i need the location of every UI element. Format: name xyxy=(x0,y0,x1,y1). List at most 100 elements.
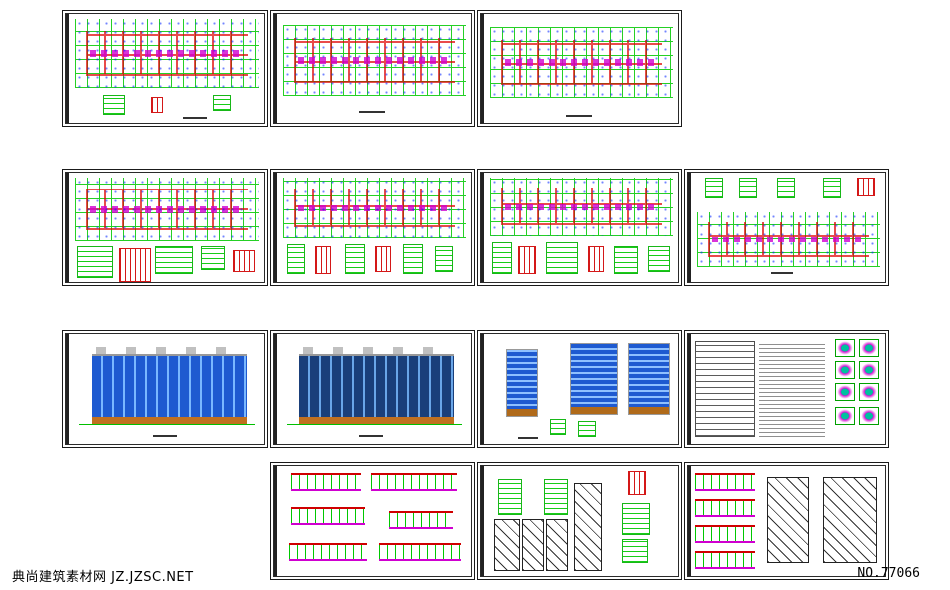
rear-elevation xyxy=(299,354,454,424)
side-elevation xyxy=(506,349,538,417)
site-watermark: 典尚建筑素材网 JZ.JZSC.NET xyxy=(12,570,194,585)
detail-drawing xyxy=(233,250,255,272)
elevation-base xyxy=(91,416,247,424)
title-strip xyxy=(688,466,691,576)
design-notes-text xyxy=(759,341,825,437)
detail-drawing xyxy=(857,178,875,196)
drawing-sheet-r4c3[interactable] xyxy=(477,462,682,580)
stair-plan xyxy=(544,479,568,515)
detail-drawing xyxy=(213,95,231,111)
detail-drawing xyxy=(777,178,795,198)
legend-symbol-icon xyxy=(835,383,855,401)
legend-symbol-icon xyxy=(859,407,879,425)
detail-drawing xyxy=(823,178,841,198)
detail-drawing xyxy=(375,246,391,272)
title-strip xyxy=(274,14,277,123)
title-strip xyxy=(481,466,484,576)
detail-drawing xyxy=(287,244,305,274)
drawing-sheet-r3c2[interactable] xyxy=(270,330,475,448)
detail-drawing xyxy=(546,242,578,274)
unit-plan xyxy=(371,473,457,491)
drawing-sheet-r1c2[interactable] xyxy=(270,10,475,127)
legend-symbol-icon xyxy=(835,407,855,425)
drawing-sheet-r4c4[interactable] xyxy=(684,462,889,580)
drawing-sheet-r3c3[interactable] xyxy=(477,330,682,448)
detail-drawing xyxy=(622,503,650,535)
floor-plan xyxy=(283,25,466,97)
unit-plan xyxy=(695,525,755,543)
floor-plan xyxy=(490,27,673,99)
title-strip xyxy=(688,173,691,282)
unit-plan xyxy=(389,511,453,529)
drawing-sheet-r3c1[interactable] xyxy=(62,330,268,448)
drawing-sheet-r2c3[interactable] xyxy=(477,169,682,286)
unit-plan xyxy=(291,473,361,491)
side-elevation xyxy=(570,343,618,415)
drawing-caption xyxy=(359,111,385,113)
detail-drawing xyxy=(403,244,423,274)
floor-plan xyxy=(75,178,259,242)
elevation-base xyxy=(299,416,454,424)
stair-section xyxy=(494,519,520,571)
drawing-sheet-r2c4[interactable] xyxy=(684,169,889,286)
detail-drawing xyxy=(648,246,670,272)
title-strip xyxy=(688,334,691,444)
detail-drawing xyxy=(345,244,365,274)
title-strip xyxy=(481,334,484,444)
detail-drawing xyxy=(119,248,151,282)
building-section xyxy=(823,477,877,563)
detail-drawing xyxy=(614,246,638,274)
drawing-sheet-r1c3[interactable] xyxy=(477,10,682,127)
drawing-sheet-r2c1[interactable] xyxy=(62,169,268,286)
drawing-sheet-r2c2[interactable] xyxy=(270,169,475,286)
drawing-caption xyxy=(153,435,177,437)
stair-section xyxy=(574,483,602,571)
title-strip xyxy=(274,173,277,282)
side-elevation xyxy=(628,343,670,415)
roof-plan xyxy=(697,212,880,268)
legend-symbol-icon xyxy=(859,361,879,379)
detail-drawing xyxy=(201,246,225,270)
detail-drawing xyxy=(492,242,512,274)
drawing-caption xyxy=(771,272,793,274)
building-section xyxy=(767,477,809,563)
unit-plan xyxy=(695,499,755,517)
detail-drawing xyxy=(155,246,193,274)
legend-symbol-icon xyxy=(859,339,879,357)
title-strip xyxy=(274,334,277,444)
unit-plan xyxy=(291,507,365,525)
drawing-caption xyxy=(518,437,538,439)
unit-plan xyxy=(695,473,755,491)
detail-drawing xyxy=(518,246,536,274)
drawing-caption xyxy=(359,435,383,437)
detail-drawing xyxy=(103,95,125,115)
drawing-sheet-r3c4[interactable] xyxy=(684,330,889,448)
stair-section xyxy=(546,519,568,571)
ground-line xyxy=(287,423,462,425)
detail-drawing xyxy=(550,419,566,435)
legend-symbol-icon xyxy=(859,383,879,401)
floor-plan xyxy=(490,178,673,236)
detail-drawing xyxy=(77,246,113,278)
detail-drawing xyxy=(628,471,646,495)
front-elevation xyxy=(91,354,247,424)
detail-drawing xyxy=(588,246,604,272)
title-strip xyxy=(481,14,484,123)
drawing-sheet-r1c1[interactable] xyxy=(62,10,268,127)
detail-drawing xyxy=(578,421,596,437)
roof-line xyxy=(95,347,243,356)
detail-drawing xyxy=(315,246,331,274)
title-strip xyxy=(274,466,277,576)
detail-drawing xyxy=(705,178,723,198)
drawing-index-table xyxy=(695,341,755,437)
drawing-caption xyxy=(566,115,592,117)
title-strip xyxy=(481,173,484,282)
legend-symbol-icon xyxy=(835,339,855,357)
detail-drawing xyxy=(622,539,648,563)
drawing-sheet-r4c2[interactable] xyxy=(270,462,475,580)
drawing-caption xyxy=(183,117,207,119)
unit-plan xyxy=(695,551,755,569)
detail-drawing xyxy=(739,178,757,198)
unit-plan xyxy=(379,543,461,561)
detail-drawing xyxy=(151,97,163,113)
